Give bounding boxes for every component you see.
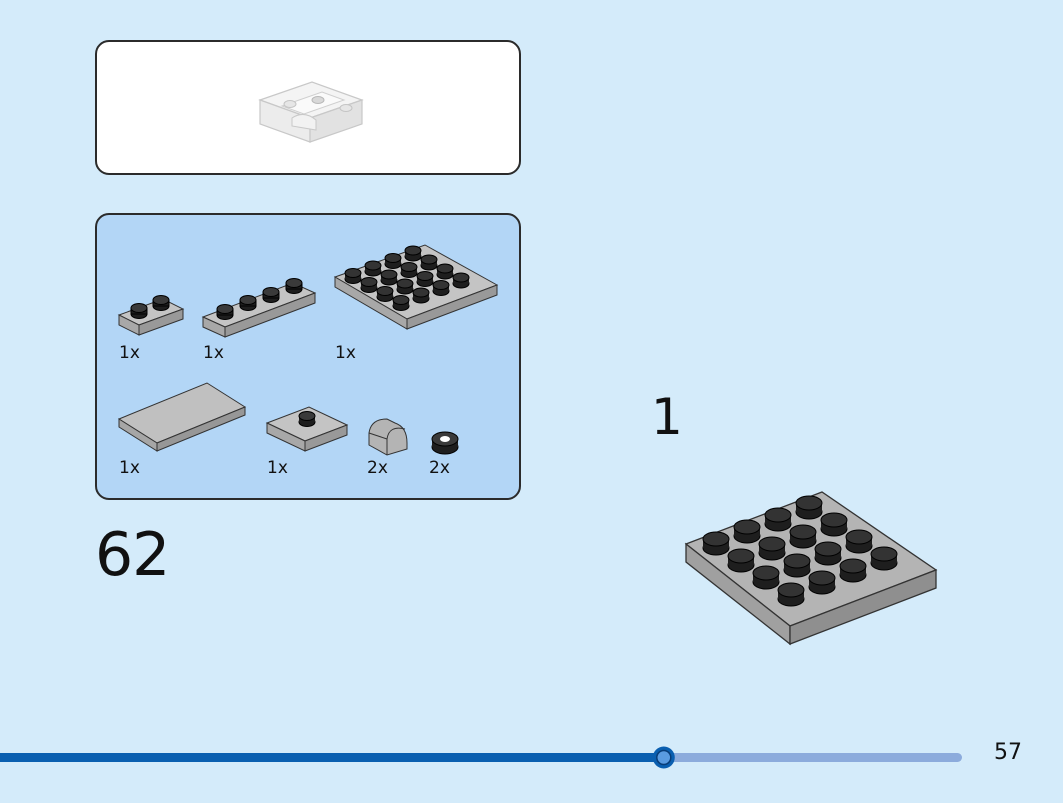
page-number: 57	[994, 740, 1022, 765]
stud	[436, 263, 454, 274]
assembly-plate-4x4-image	[684, 491, 938, 646]
part-plate-4x4-quantity: 1x	[335, 343, 356, 363]
stud	[758, 536, 786, 552]
stud	[733, 519, 761, 535]
stud	[702, 531, 730, 547]
parts-list-panel: 1x 1x 1x 1x 1x	[95, 213, 521, 500]
stud	[420, 254, 438, 265]
part-plate-2x2-jumper-quantity: 1x	[267, 458, 288, 478]
stud	[400, 262, 418, 272]
part-tile-round-quantity: 2x	[429, 458, 450, 478]
stud	[839, 558, 867, 574]
stud	[412, 287, 430, 298]
progress-fill	[0, 753, 664, 762]
part-plate-2x2-jumper-image	[265, 406, 349, 452]
part-plate-1x4-quantity: 1x	[203, 343, 224, 363]
previous-model-preview	[95, 40, 521, 175]
previous-model-image	[258, 81, 364, 143]
stud	[384, 253, 402, 263]
stud	[396, 278, 414, 289]
stud	[777, 582, 805, 598]
stud	[432, 280, 450, 290]
part-tile-2x4-quantity: 1x	[119, 458, 140, 478]
stud	[808, 570, 836, 586]
stud	[380, 269, 398, 280]
stud	[376, 286, 394, 296]
part-plate-1x2-quantity: 1x	[119, 343, 140, 363]
stud	[752, 565, 780, 581]
stud	[783, 553, 811, 569]
stud	[795, 495, 823, 511]
part-slope-curved-image	[368, 418, 408, 456]
stud	[814, 541, 842, 557]
stud	[364, 260, 382, 271]
part-tile-2x4-image	[117, 382, 247, 452]
part-plate-1x4-image	[201, 278, 317, 338]
part-plate-4x4-image	[333, 244, 499, 330]
step-number: 62	[95, 520, 170, 590]
stud	[344, 268, 362, 278]
stud	[764, 507, 792, 523]
stud	[404, 245, 422, 256]
part-slope-curved-quantity: 2x	[367, 458, 388, 478]
part-plate-1x2-image	[117, 295, 185, 336]
stud	[392, 295, 410, 305]
stud	[870, 546, 898, 562]
part-tile-round-image	[431, 431, 459, 455]
stud	[789, 524, 817, 540]
stud	[845, 529, 873, 545]
stud	[727, 548, 755, 564]
stud	[820, 512, 848, 528]
stud	[416, 271, 434, 281]
sub-step-number: 1	[651, 388, 683, 446]
stud	[452, 272, 470, 283]
stud	[360, 277, 378, 287]
progress-bar	[0, 746, 962, 769]
